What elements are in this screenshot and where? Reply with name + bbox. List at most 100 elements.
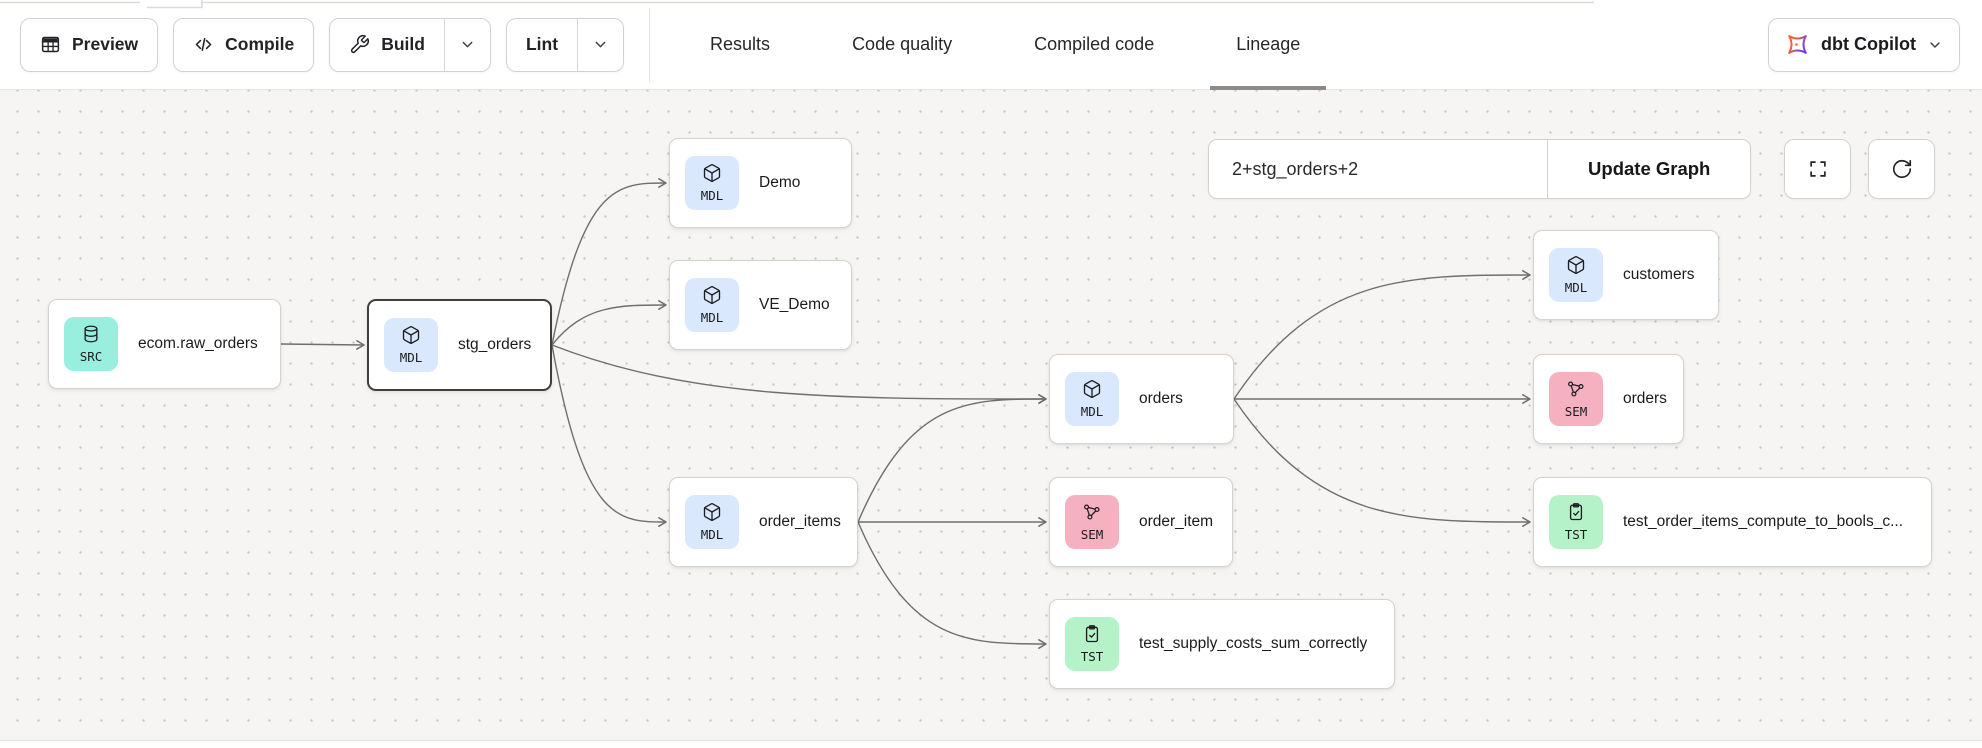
edge-order-items-to-test-supply-costs <box>857 521 1047 649</box>
lineage-node-order-item-sem[interactable]: SEM order_item <box>1049 477 1233 567</box>
node-name: Demo <box>759 174 801 191</box>
lineage-node-demo[interactable]: MDL Demo <box>669 138 852 228</box>
tab-lineage[interactable]: Lineage <box>1210 0 1327 90</box>
copilot-area: dbt Copilot <box>1768 17 1982 72</box>
tab-results[interactable]: Results <box>684 0 796 90</box>
node-type-label: MDL <box>700 310 724 326</box>
lint-split-button: Lint <box>505 17 625 72</box>
lineage-node-order-items[interactable]: MDL order_items <box>669 477 858 567</box>
tab-code-quality[interactable]: Code quality <box>826 0 978 90</box>
node-type-label: SEM <box>1080 527 1104 543</box>
node-type-badge: TST <box>1549 495 1603 549</box>
build-label: Build <box>381 34 425 54</box>
node-type-label: TST <box>1080 649 1104 665</box>
node-name: stg_orders <box>458 336 532 353</box>
test-icon <box>1085 625 1099 643</box>
top-bar: Preview Compile Build Lint <box>0 0 1982 90</box>
fullscreen-icon <box>1809 161 1826 177</box>
node-type-badge: MDL <box>1065 372 1119 426</box>
update-graph-button[interactable]: Update Graph <box>1547 140 1750 198</box>
cube-icon <box>703 164 721 183</box>
dbt-copilot-button[interactable]: dbt Copilot <box>1768 17 1960 72</box>
tab-label: Results <box>710 34 771 54</box>
node-type-icon <box>1082 624 1102 649</box>
edge-stg-orders-to-demo <box>551 178 667 346</box>
result-tabs: Results Code quality Compiled code Linea… <box>684 0 1327 90</box>
wrench-icon <box>351 35 370 54</box>
node-type-icon <box>702 502 722 527</box>
test-icon <box>1569 503 1583 521</box>
canvas-bottom-strip <box>0 740 1982 748</box>
lint-label: Lint <box>525 34 559 54</box>
node-type-icon <box>702 285 722 310</box>
node-type-label: MDL <box>1080 404 1104 420</box>
node-type-badge: SEM <box>1065 495 1119 549</box>
lineage-canvas[interactable]: SRC ecom.raw_orders MDL stg_orders MDL D… <box>0 90 1982 748</box>
lineage-edges <box>280 178 1531 649</box>
lineage-node-orders-model[interactable]: MDL orders <box>1049 354 1234 444</box>
node-type-icon <box>1566 502 1586 527</box>
lineage-node-customers[interactable]: MDL customers <box>1533 230 1719 320</box>
edge-orders-model-to-test-order-items <box>1233 398 1531 527</box>
node-type-label: MDL <box>700 188 724 204</box>
lineage-node-ecom-raw-orders[interactable]: SRC ecom.raw_orders <box>48 299 281 389</box>
lineage-node-orders-sem[interactable]: SEM orders <box>1533 354 1684 444</box>
refresh-icon <box>1892 159 1911 179</box>
node-type-label: MDL <box>700 527 724 543</box>
edge-stg-orders-to-orders-model <box>551 344 1047 404</box>
node-name: ecom.raw_orders <box>138 335 258 352</box>
chevron-down-icon <box>462 41 473 48</box>
node-name: orders <box>1139 390 1183 407</box>
edge-orders-model-to-customers <box>1233 270 1531 400</box>
edge-order-items-to-orders-model <box>857 394 1047 523</box>
node-type-icon <box>1082 379 1102 404</box>
node-type-icon <box>81 324 101 349</box>
node-type-badge: SRC <box>64 317 118 371</box>
database-icon <box>84 326 98 343</box>
node-type-badge: TST <box>1065 617 1119 671</box>
lint-button[interactable]: Lint <box>507 19 577 71</box>
lineage-selector-input[interactable]: 2+stg_orders+2 <box>1209 140 1547 198</box>
node-type-label: SRC <box>79 349 103 365</box>
node-name: orders <box>1623 390 1667 407</box>
lineage-selector-value: 2+stg_orders+2 <box>1232 158 1359 179</box>
cube-icon <box>402 326 420 345</box>
fullscreen-button[interactable] <box>1784 139 1851 199</box>
refresh-button[interactable] <box>1868 139 1935 199</box>
node-type-label: MDL <box>399 350 423 366</box>
node-type-icon <box>1082 502 1102 527</box>
node-name: order_items <box>759 513 841 530</box>
cube-icon <box>703 286 721 305</box>
node-type-icon <box>702 163 722 188</box>
lineage-node-test-supply-costs[interactable]: TST test_supply_costs_sum_correctly <box>1049 599 1395 689</box>
update-graph-label: Update Graph <box>1588 158 1711 179</box>
node-name: test_supply_costs_sum_correctly <box>1139 635 1368 652</box>
tab-label: Compiled code <box>1034 34 1155 54</box>
toolbar: Preview Compile Build Lint <box>0 17 625 72</box>
lint-dropdown-button[interactable] <box>577 18 623 71</box>
build-dropdown-button[interactable] <box>443 18 490 71</box>
tab-compiled-code[interactable]: Compiled code <box>1008 0 1180 90</box>
preview-button[interactable]: Preview <box>20 17 159 72</box>
node-type-label: SEM <box>1564 404 1588 420</box>
edge-stg-orders-to-ve-demo <box>551 300 667 346</box>
copilot-label: dbt Copilot <box>1821 34 1916 54</box>
node-type-badge: MDL <box>384 318 438 372</box>
lineage-node-stg-orders[interactable]: MDL stg_orders <box>367 299 552 391</box>
build-split-button: Build <box>329 17 491 72</box>
lineage-node-test-order-items[interactable]: TST test_order_items_compute_to_bools_c.… <box>1533 477 1932 567</box>
dbt-logo-icon <box>1788 35 1807 54</box>
compile-button[interactable]: Compile <box>173 17 315 72</box>
lineage-node-ve-demo[interactable]: MDL VE_Demo <box>669 260 852 350</box>
build-button[interactable]: Build <box>330 19 444 71</box>
compile-label: Compile <box>225 34 295 54</box>
chevron-down-icon <box>1930 41 1940 48</box>
node-type-icon <box>1566 255 1586 280</box>
node-type-badge: SEM <box>1549 372 1603 426</box>
node-type-badge: MDL <box>685 495 739 549</box>
preview-label: Preview <box>72 34 139 54</box>
tab-label: Code quality <box>852 34 953 54</box>
cube-icon <box>1083 380 1101 399</box>
semantic-model-icon <box>1568 381 1584 397</box>
edge-ecom-raw-orders-to-stg-orders <box>280 339 365 350</box>
